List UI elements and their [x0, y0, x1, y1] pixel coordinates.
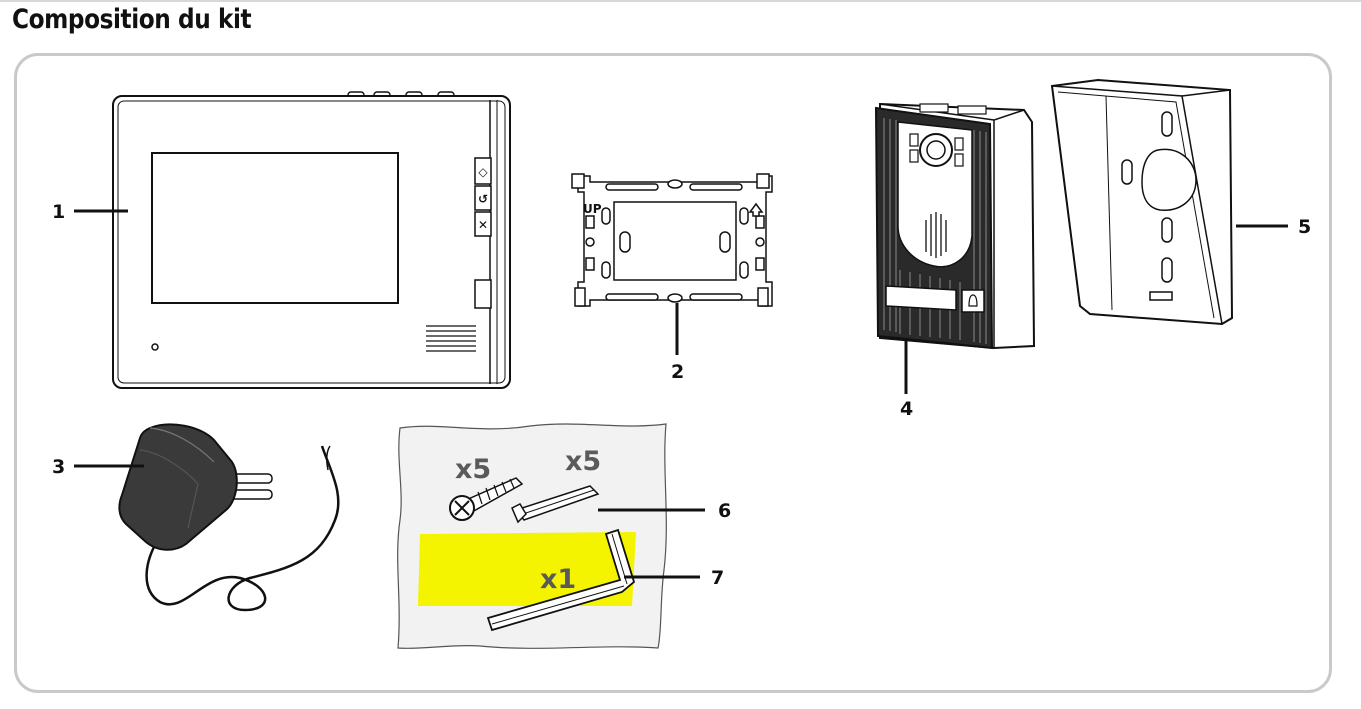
microphone-icon [151, 343, 159, 351]
item-number-5: 5 [1298, 216, 1311, 238]
wall-bracket-illustration [571, 173, 773, 307]
monitor-button-2-icon: ↺ [478, 192, 488, 206]
item-number-3: 3 [52, 456, 65, 478]
monitor-button-3 [474, 211, 492, 237]
monitor-button-3-icon: ✕ [478, 218, 488, 232]
quantity-key: x1 [540, 564, 576, 595]
power-adapter-illustration [118, 423, 340, 612]
door-station-illustration [874, 102, 1036, 350]
item-number-4: 4 [900, 398, 913, 420]
item-number-6: 6 [718, 500, 731, 522]
quantity-plugs: x5 [565, 446, 601, 477]
kit-frame [14, 53, 1332, 693]
rain-cover-illustration [1050, 78, 1234, 326]
up-arrow-icon [748, 202, 764, 217]
screw-icon [449, 477, 524, 521]
page-title: Composition du kit [12, 4, 252, 35]
monitor-button-1-icon: ◇ [478, 165, 488, 179]
item-number-1: 1 [52, 201, 65, 223]
bell-icon [968, 294, 978, 307]
wall-plug-icon [511, 485, 600, 524]
name-plate [885, 285, 957, 311]
top-divider [0, 0, 1361, 2]
quantity-screws: x5 [455, 454, 491, 485]
monitor-button-1 [474, 157, 492, 185]
item-number-2: 2 [671, 361, 684, 383]
highlight-marker [418, 532, 636, 606]
accessory-bag-illustration [397, 423, 667, 649]
item-number-7: 7 [711, 567, 724, 589]
speaker-slots-icon [925, 212, 947, 258]
bracket-up-label: UP [583, 202, 602, 216]
monitor-button-2 [474, 185, 492, 211]
monitor-illustration: ◇ ↺ ✕ [112, 91, 511, 389]
speaker-grill-icon [426, 325, 476, 352]
